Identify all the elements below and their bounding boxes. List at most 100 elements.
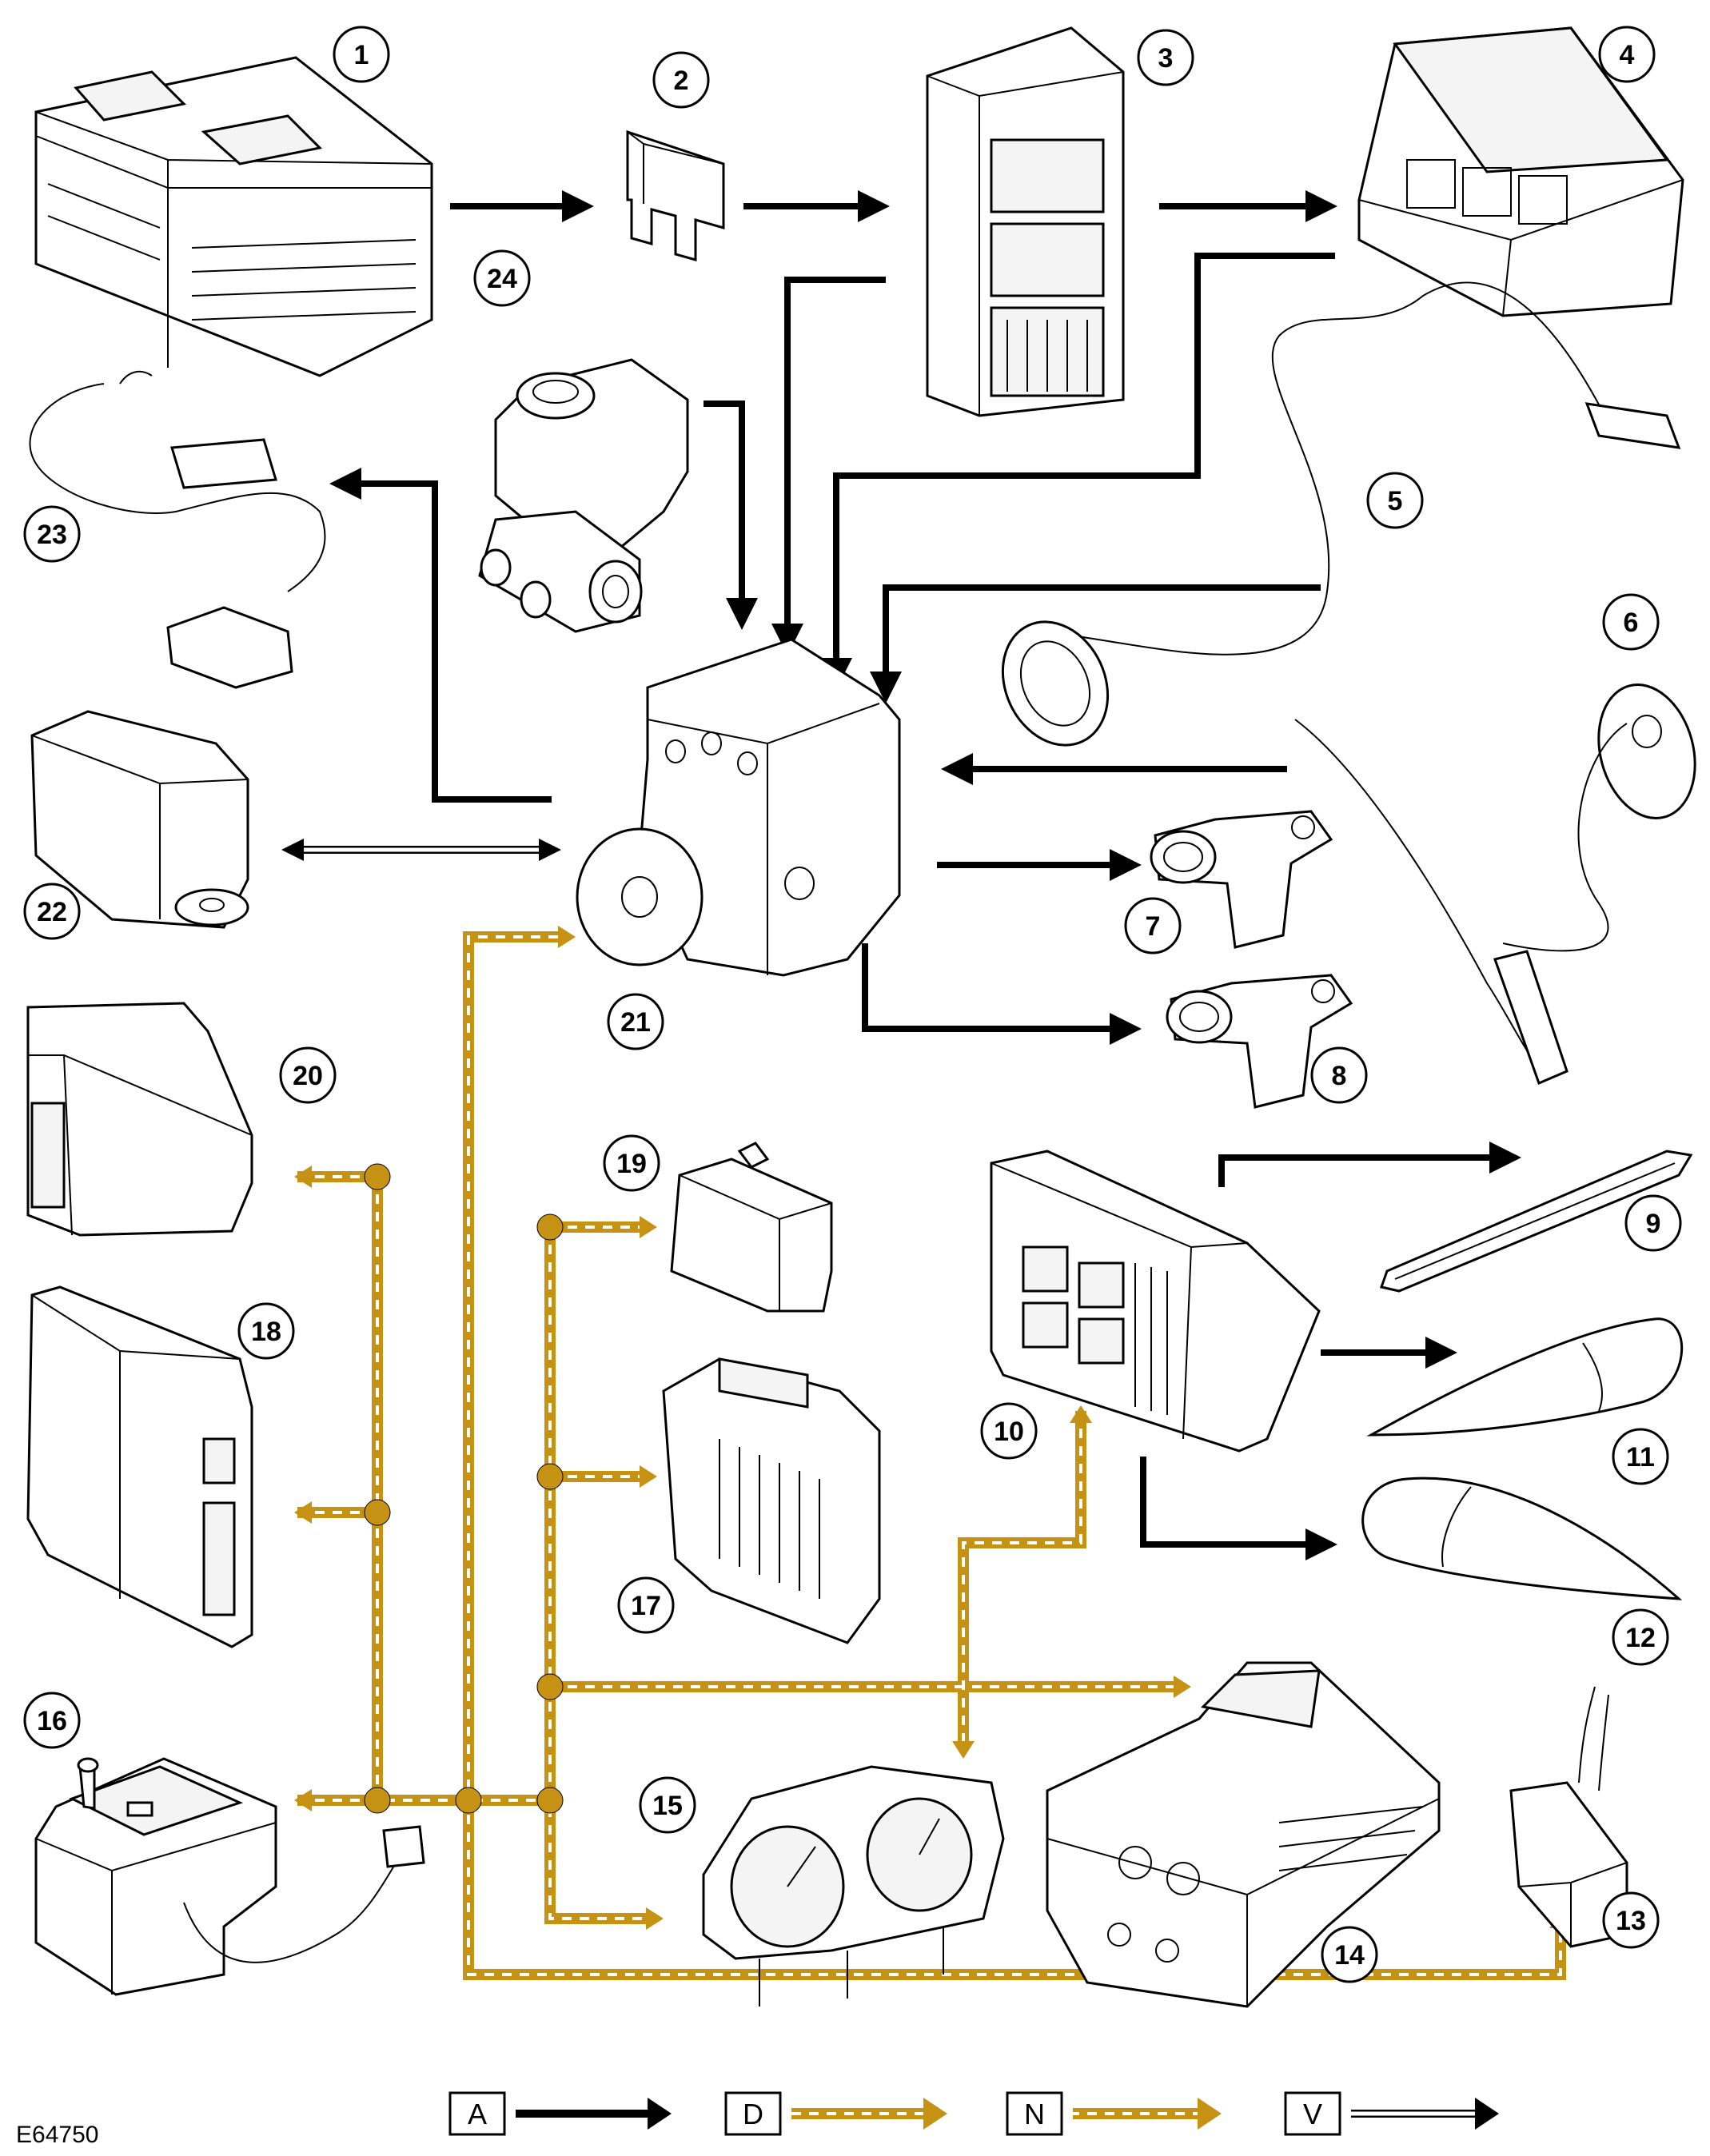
- tail-lamp-right: [1361, 1477, 1683, 1600]
- callout-8: 8: [1310, 1046, 1368, 1104]
- fuse: [626, 130, 725, 261]
- callout-number: 23: [37, 520, 67, 550]
- key-a-label: A: [468, 2098, 487, 2130]
- callout-circle: [1366, 472, 1424, 529]
- transmission-control-module: [1046, 1661, 1441, 2008]
- callout-number: 5: [1388, 486, 1403, 516]
- key-d-label: D: [743, 2098, 763, 2130]
- can-network-lines: [294, 926, 1572, 1980]
- callout-14: 14: [1321, 1926, 1378, 1983]
- callout-circle: [473, 249, 531, 307]
- callout-circle: [23, 883, 81, 940]
- callout-1: 1: [333, 26, 390, 83]
- key-v: V: [1284, 2091, 1499, 2136]
- callout-number: 4: [1620, 40, 1635, 70]
- power-lines: [329, 190, 1521, 1560]
- callout-circle: [607, 993, 664, 1050]
- callout-number: 10: [994, 1417, 1024, 1447]
- callout-circle: [639, 1776, 696, 1834]
- callout-number: 13: [1616, 1906, 1646, 1936]
- callout-circle: [1624, 1194, 1682, 1252]
- callout-number: 22: [37, 897, 67, 927]
- callout-number: 20: [293, 1061, 323, 1091]
- callout-circle: [1602, 1891, 1660, 1949]
- callout-circle: [980, 1402, 1038, 1460]
- callout-number: 1: [354, 40, 369, 70]
- callout-circle: [237, 1302, 295, 1360]
- callout-5: 5: [1366, 472, 1424, 529]
- callout-circle: [23, 505, 81, 563]
- central-junction-box: [926, 26, 1125, 417]
- callout-23: 23: [23, 505, 81, 563]
- callout-circle: [1602, 593, 1660, 651]
- callout-number: 17: [631, 1591, 661, 1621]
- battery-junction-box: [1357, 26, 1684, 317]
- callout-number: 6: [1624, 608, 1639, 638]
- height-sensor-front: [1150, 810, 1333, 949]
- callout-10: 10: [980, 1402, 1038, 1460]
- callout-number: 7: [1146, 911, 1161, 942]
- callout-number: 21: [620, 1007, 651, 1038]
- diagram-reference: E64750: [16, 2122, 98, 2148]
- callout-circle: [603, 1134, 660, 1192]
- callout-number: 19: [616, 1149, 647, 1179]
- callout-number: 11: [1626, 1442, 1655, 1473]
- callout-9: 9: [1624, 1194, 1682, 1252]
- callout-21: 21: [607, 993, 664, 1050]
- key-a: A: [448, 2091, 672, 2136]
- callout-18: 18: [237, 1302, 295, 1360]
- callout-circle: [652, 51, 710, 109]
- callout-circle: [1137, 29, 1194, 86]
- battery: [34, 56, 433, 377]
- callout-22: 22: [23, 883, 81, 940]
- callout-circle: [333, 26, 390, 83]
- callout-4: 4: [1598, 26, 1656, 83]
- key-n-label: N: [1024, 2098, 1045, 2130]
- transmission-control-module-box: [26, 1285, 253, 1648]
- callout-12: 12: [1612, 1608, 1669, 1666]
- callout-circle: [1612, 1428, 1669, 1485]
- callout-number: 24: [487, 264, 517, 294]
- high-mounted-stop-lamp: [1380, 1150, 1693, 1293]
- instrument-cluster: [702, 1765, 1005, 2007]
- callout-24: 24: [473, 249, 531, 307]
- engine-control-module: [662, 1357, 881, 1644]
- callout-number: 8: [1332, 1061, 1347, 1091]
- callout-number: 15: [652, 1791, 683, 1821]
- callout-number: 2: [674, 66, 689, 96]
- callout-7: 7: [1124, 897, 1182, 954]
- restraints-control-module: [26, 1002, 253, 1237]
- callout-16: 16: [23, 1692, 81, 1749]
- callout-2: 2: [652, 51, 710, 109]
- rear-junction-box: [990, 1150, 1321, 1453]
- callout-19: 19: [603, 1134, 660, 1192]
- lin-line: [281, 839, 561, 861]
- callout-number: 16: [37, 1706, 67, 1736]
- callout-6: 6: [1602, 593, 1660, 651]
- callout-15: 15: [639, 1776, 696, 1834]
- callout-circle: [1124, 897, 1182, 954]
- callout-circle: [1598, 26, 1656, 83]
- abs-module: [576, 638, 901, 977]
- callout-circle: [279, 1046, 337, 1104]
- key-v-label: V: [1303, 2098, 1322, 2130]
- callout-circle: [1321, 1926, 1378, 1983]
- brake-fluid-reservoir: [478, 358, 689, 633]
- callout-circle: [23, 1692, 81, 1749]
- legend-key: A D N V: [448, 2091, 1499, 2136]
- wheel-speed-sensor-rear: [1294, 683, 1696, 1086]
- callout-number: 18: [251, 1317, 281, 1347]
- callout-11: 11: [1612, 1428, 1669, 1485]
- key-n: N: [1006, 2091, 1222, 2136]
- callout-circle: [617, 1576, 675, 1634]
- wheel-speed-sensor-front: [1001, 281, 1681, 747]
- key-d: D: [724, 2091, 947, 2136]
- steering-angle-sensor-harness: [29, 370, 326, 689]
- callout-number: 9: [1646, 1209, 1661, 1239]
- callout-13: 13: [1602, 1891, 1660, 1949]
- callout-3: 3: [1137, 29, 1194, 86]
- callout-20: 20: [279, 1046, 337, 1104]
- gear-selector: [34, 1757, 425, 1996]
